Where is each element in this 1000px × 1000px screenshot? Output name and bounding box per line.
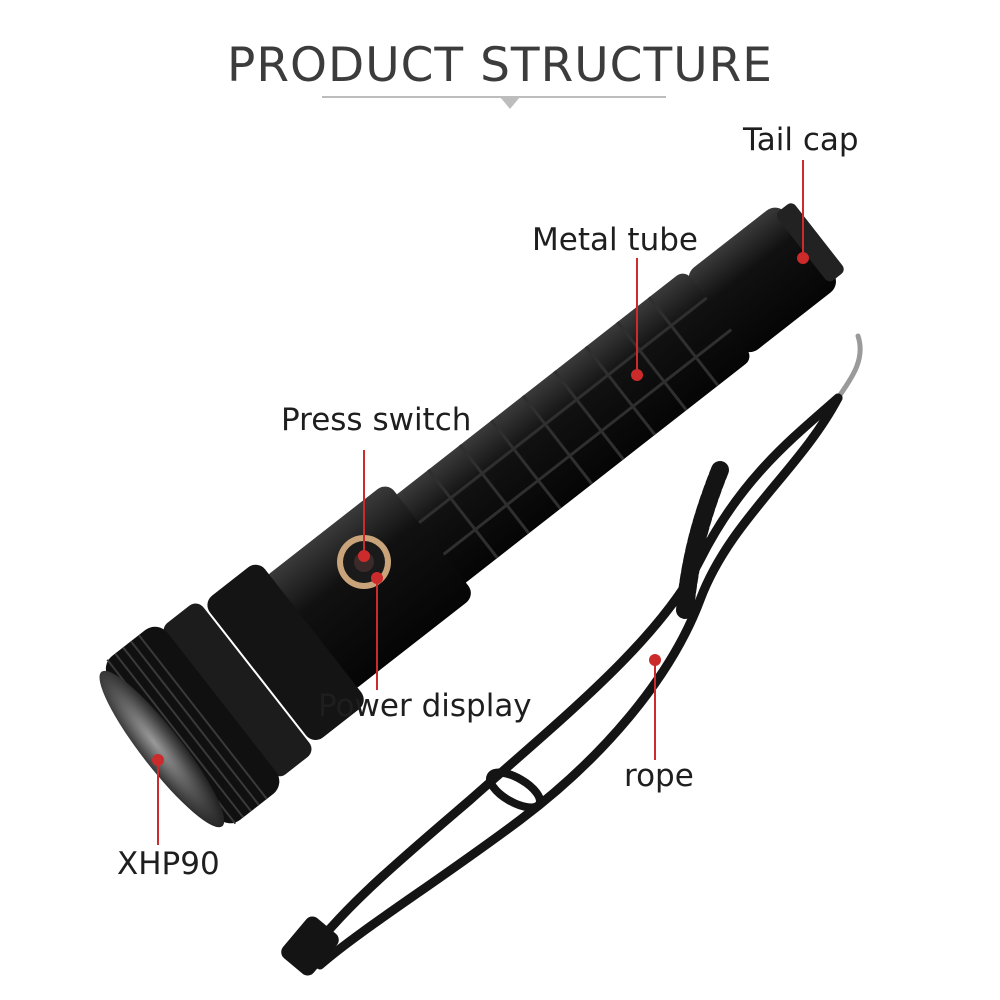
page-title: PRODUCT STRUCTURE xyxy=(227,38,773,93)
lens-shape xyxy=(99,670,225,828)
led-label: XHP90 xyxy=(117,846,220,882)
flashlight-body xyxy=(99,203,844,828)
press-switch-dot xyxy=(358,550,370,562)
leader-lines xyxy=(152,160,809,845)
led-dot xyxy=(152,754,164,766)
press-switch-label: Press switch xyxy=(281,402,472,438)
rope-shape xyxy=(300,333,863,970)
rope-dot xyxy=(649,654,661,666)
metal-tube-dot xyxy=(631,369,643,381)
metal-tube-shape xyxy=(393,273,750,585)
rope-stopper xyxy=(486,768,544,812)
rope-label: rope xyxy=(624,758,694,794)
title-notch-marker xyxy=(500,97,520,109)
metal-tube-label: Metal tube xyxy=(532,222,698,258)
power-display-label: Power display xyxy=(318,688,532,724)
tail-cap-label: Tail cap xyxy=(743,122,859,158)
rope-end-tab xyxy=(281,916,339,976)
title-underline xyxy=(322,96,666,98)
tail-cap-dot xyxy=(797,252,809,264)
power-display-dot xyxy=(371,572,383,584)
